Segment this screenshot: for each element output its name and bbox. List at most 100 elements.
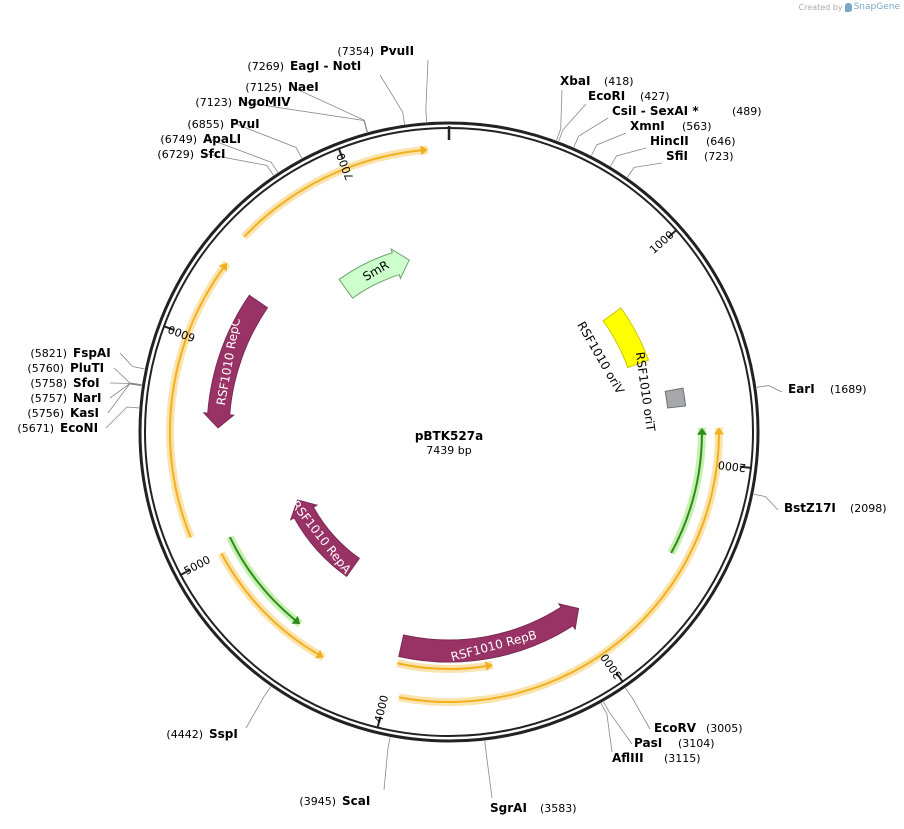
site-leader-line bbox=[484, 740, 493, 799]
site-leader-line bbox=[753, 493, 779, 511]
site-scai[interactable]: ScaI(3945) bbox=[299, 737, 391, 808]
site-csii-sexai[interactable]: CsiI - SexAI *(489) bbox=[573, 104, 762, 148]
site-position-label: (3945) bbox=[299, 795, 336, 808]
orf-top-halo bbox=[241, 145, 429, 240]
site-name-label: NgoMIV bbox=[238, 95, 291, 109]
site-leader-line bbox=[291, 86, 368, 132]
feature-rsf1010-repb[interactable]: RSF1010 RepB bbox=[398, 603, 580, 664]
site-position-label: (6749) bbox=[160, 133, 197, 146]
site-eagi-noti[interactable]: EagI - NotI(7269) bbox=[247, 59, 405, 125]
feature-rsf1010-repa-label: RSF1010 RepA bbox=[288, 498, 354, 577]
tick-label: 5000 bbox=[182, 553, 213, 578]
site-name-label: EarI bbox=[788, 382, 815, 396]
site-position-label: (7125) bbox=[245, 81, 282, 94]
site-leader-line bbox=[603, 701, 633, 745]
site-position-label: (1689) bbox=[830, 383, 867, 396]
site-sfoi[interactable]: SfoI (5758) bbox=[30, 376, 142, 390]
site-afliii[interactable]: AflIII(3115) bbox=[600, 703, 701, 765]
site-name-label: PvuII bbox=[380, 44, 414, 58]
plasmid-size: 7439 bp bbox=[426, 444, 471, 457]
site-position-label: (563) bbox=[682, 120, 712, 133]
site-name-label: FspAI bbox=[73, 346, 111, 360]
site-pvui[interactable]: PvuI(6855) bbox=[187, 117, 303, 159]
tick-label: 1000 bbox=[647, 228, 677, 256]
feature-smr[interactable]: SmR bbox=[338, 247, 410, 299]
site-econi[interactable]: EcoNI(5671) bbox=[17, 406, 139, 435]
site-leader-line bbox=[591, 132, 627, 156]
site-name-label: SfcI bbox=[200, 147, 225, 161]
site-sspi[interactable]: SspI(4442) bbox=[166, 686, 272, 741]
site-ngomiv[interactable]: NgoMIV(7123) bbox=[195, 95, 368, 133]
site-xbai[interactable]: XbaI (418) bbox=[556, 74, 634, 141]
site-ecorv[interactable]: EcoRV(3005) bbox=[625, 687, 743, 735]
feature-rsf1010-repc[interactable]: RSF1010 RepC bbox=[202, 294, 269, 429]
site-pasi[interactable]: PasI (3104) bbox=[603, 701, 715, 750]
site-position-label: (418) bbox=[604, 75, 634, 88]
tick-mark bbox=[667, 228, 678, 239]
snapgene-credit: Created by SnapGene bbox=[799, 2, 900, 12]
site-name-label: SspI bbox=[209, 727, 238, 741]
site-name-label: XbaI bbox=[560, 74, 590, 88]
green-lowleft-halo bbox=[226, 535, 303, 628]
site-position-label: (5758) bbox=[30, 377, 67, 390]
site-name-label: EagI - NotI bbox=[290, 59, 361, 73]
tick-label: 2000 bbox=[717, 458, 746, 474]
feature-rsf1010-repb-arrow bbox=[398, 603, 580, 663]
site-leader-line bbox=[556, 89, 563, 141]
site-xmni[interactable]: XmnI(563) bbox=[591, 119, 712, 156]
orf-bottom-arc bbox=[397, 661, 493, 672]
site-leader-line bbox=[625, 687, 651, 730]
annotation-arcs-layer bbox=[166, 145, 724, 706]
site-apali[interactable]: ApaLI(6749) bbox=[160, 132, 279, 173]
site-leader-line bbox=[245, 686, 272, 729]
site-leader-line bbox=[600, 703, 613, 753]
site-leader-line bbox=[425, 59, 429, 122]
site-name-label: EcoNI bbox=[60, 421, 98, 435]
site-position-label: (7354) bbox=[337, 45, 374, 58]
site-naei[interactable]: NaeI (7125) bbox=[245, 80, 368, 132]
site-name-label: KasI bbox=[70, 406, 99, 420]
site-leader-line bbox=[109, 382, 142, 386]
feature-rsf1010-orit-arrow bbox=[664, 387, 687, 409]
site-position-label: (5756) bbox=[27, 407, 64, 420]
site-position-label: (5821) bbox=[30, 347, 67, 360]
site-position-label: (6729) bbox=[157, 148, 194, 161]
site-name-label: SfoI bbox=[73, 376, 100, 390]
tick-mark bbox=[615, 671, 624, 683]
feature-rsf1010-orit[interactable]: RSF1010 oriT bbox=[633, 351, 687, 433]
site-name-label: CsiI - SexAI * bbox=[612, 104, 699, 118]
site-sfci[interactable]: SfcI (6729) bbox=[157, 147, 274, 176]
site-leader-line bbox=[241, 101, 368, 133]
site-pluti[interactable]: PluTI (5760) bbox=[27, 361, 142, 386]
site-eari[interactable]: EarI (1689) bbox=[756, 382, 867, 396]
orf-right-halo bbox=[398, 427, 723, 706]
site-name-label: NaeI bbox=[288, 80, 319, 94]
site-name-label: PasI bbox=[634, 736, 662, 750]
site-bstz17i[interactable]: BstZ17I(2098) bbox=[753, 493, 887, 515]
site-position-label: (5760) bbox=[27, 362, 64, 375]
backbone-outer-circle bbox=[138, 121, 760, 743]
site-hincii[interactable]: HincII(646) bbox=[610, 134, 736, 167]
site-pvuii[interactable]: PvuII (7354) bbox=[337, 44, 429, 122]
tick-mark bbox=[376, 716, 382, 729]
orf-lowleft-arc bbox=[220, 552, 324, 659]
site-leader-line bbox=[610, 147, 647, 167]
site-position-label: (646) bbox=[706, 135, 736, 148]
feature-rsf1010-repa[interactable]: RSF1010 RepA bbox=[288, 498, 361, 578]
site-name-label: AflIII bbox=[612, 751, 644, 765]
site-leader-line bbox=[383, 737, 391, 791]
site-sfii[interactable]: SfiI(723) bbox=[627, 149, 734, 178]
site-name-label: SfiI bbox=[666, 149, 688, 163]
credit-brand: SnapGene bbox=[853, 2, 900, 12]
site-position-label: (2098) bbox=[850, 502, 887, 515]
site-ecori[interactable]: EcoRI(427) bbox=[558, 89, 670, 142]
site-name-label: PluTI bbox=[70, 361, 104, 375]
credit-prefix: Created by bbox=[798, 2, 843, 12]
site-leader-line bbox=[109, 383, 142, 399]
snapgene-logo-icon bbox=[844, 2, 852, 12]
site-fspai[interactable]: FspAI (5821) bbox=[30, 346, 145, 370]
orf-left-halo bbox=[166, 260, 231, 540]
site-position-label: (3104) bbox=[678, 737, 715, 750]
site-kasi[interactable]: KasI (5756) bbox=[27, 383, 142, 420]
site-sgrai[interactable]: SgrAI(3583) bbox=[484, 740, 577, 815]
